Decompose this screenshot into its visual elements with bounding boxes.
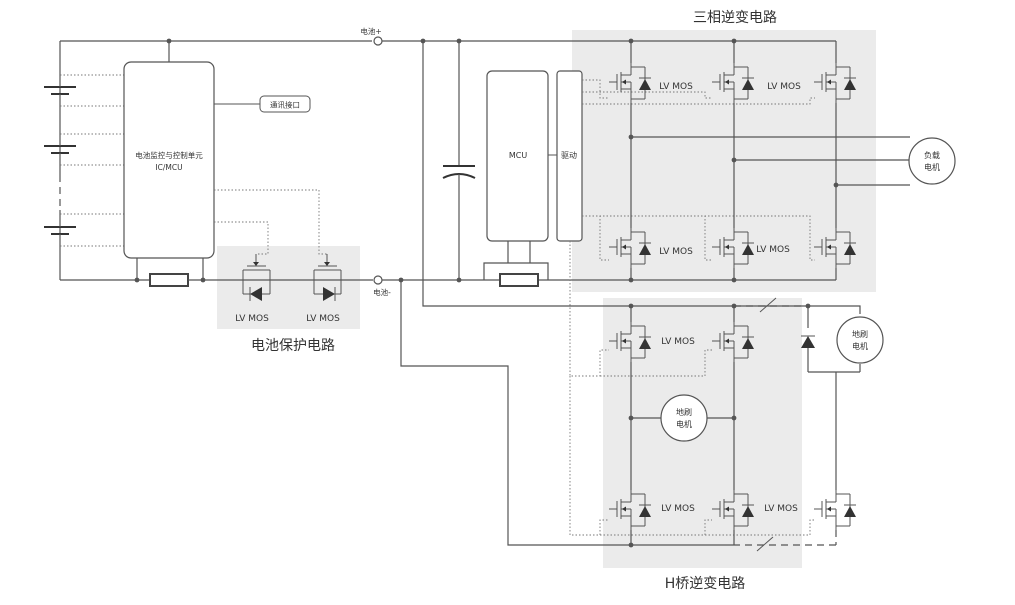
mcu-block — [486, 70, 549, 242]
battery-pack — [43, 41, 77, 280]
bms-unit — [123, 61, 215, 259]
three-phase-title: 三相逆变电路 — [693, 10, 777, 26]
external-motor-label-line2: 电机 — [852, 341, 868, 351]
bms-label-line2: IC/MCU — [155, 163, 182, 172]
mcu-label: MCU — [509, 151, 527, 160]
h-bridge-mos-label-3: LV MOS — [764, 504, 798, 514]
bms-label-line1: 电池监控与控制单元 — [135, 150, 203, 160]
three-phase-mos-label-3: LV MOS — [659, 247, 693, 257]
battery-protection-zone — [217, 246, 360, 329]
protection-mosfet-1 — [242, 254, 271, 301]
battery-protection-title: 电池保护电路 — [251, 338, 335, 354]
external-motor-label-line1: 地刷 — [852, 329, 868, 339]
load-motor — [908, 137, 956, 185]
protection-mosfet-2 — [313, 254, 342, 301]
three-phase-mos-label-4: LV MOS — [756, 245, 790, 255]
h-bridge-title: H桥逆变电路 — [665, 576, 746, 592]
comm-port-box — [259, 95, 311, 113]
external-motor-mosfet — [813, 489, 857, 531]
driver-block — [556, 70, 583, 242]
protection-mos-label-2: LV MOS — [306, 314, 340, 324]
three-phase-mos-label-2: LV MOS — [767, 82, 801, 92]
driver-label: 驱动 — [561, 150, 577, 160]
comm-port-label: 通讯接口 — [270, 100, 300, 110]
load-motor-label-line1: 负载 — [924, 150, 940, 160]
h-bridge-mos-label-1: LV MOS — [661, 337, 695, 347]
battery-plus-terminal — [373, 36, 383, 46]
load-motor-label-line2: 电机 — [924, 162, 940, 172]
h-bridge-brush-motor — [660, 394, 708, 442]
protection-mos-label-1: LV MOS — [235, 314, 269, 324]
three-phase-mos-label-1: LV MOS — [659, 82, 693, 92]
h-bridge-motor-label-line2: 电机 — [676, 419, 692, 429]
battery-plus-label: 电池+ — [360, 26, 381, 36]
h-bridge-motor-label-line1: 地刷 — [676, 407, 692, 417]
battery-minus-label: 电池- — [373, 287, 391, 297]
battery-minus-terminal — [373, 275, 383, 285]
external-brush-motor — [836, 316, 884, 364]
h-bridge-mos-label-2: LV MOS — [661, 504, 695, 514]
current-shunt — [149, 273, 189, 287]
mcu-shunt — [499, 273, 539, 287]
h-bridge-zone — [603, 298, 802, 568]
